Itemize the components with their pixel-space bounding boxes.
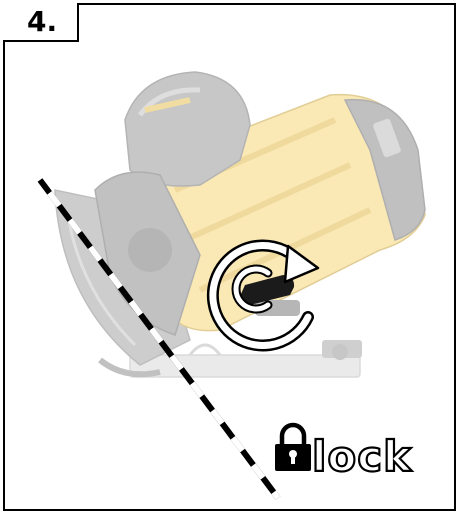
base-plate xyxy=(129,340,362,378)
rotation-arrow-icon xyxy=(206,239,320,352)
padlock-icon xyxy=(275,422,311,471)
saw-drawing xyxy=(54,71,426,378)
lock-label: lock xyxy=(312,432,412,481)
step-number: 4. xyxy=(3,3,79,42)
locking-lever xyxy=(240,275,295,305)
cutting-line xyxy=(37,178,281,500)
saw-handle xyxy=(94,71,251,336)
